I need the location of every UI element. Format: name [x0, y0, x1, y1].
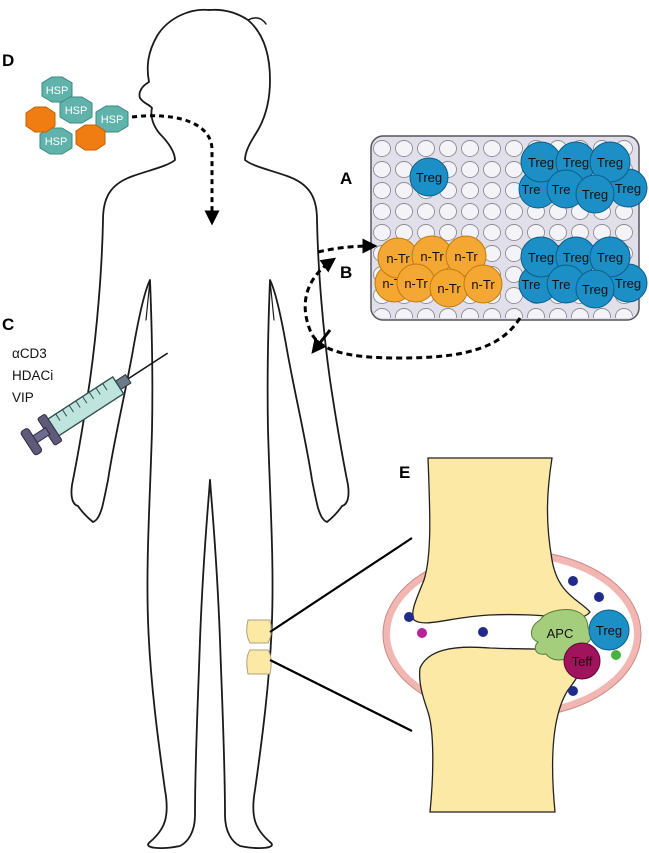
hsp-hex-3: HSP: [95, 105, 129, 133]
svg-text:Treg: Treg: [582, 187, 608, 202]
svg-text:Tre: Tre: [551, 277, 570, 292]
svg-text:Treg: Treg: [596, 623, 622, 638]
drug-label-hdaci: HDACi: [12, 368, 53, 383]
svg-text:Treg: Treg: [528, 250, 554, 265]
hsp-hex-4: HSP: [39, 127, 73, 155]
treg-cluster-top: Tre Treg Treg Treg Treg Tre Treg: [518, 141, 648, 214]
svg-text:Treg: Treg: [528, 155, 554, 170]
svg-text:Treg: Treg: [416, 170, 442, 185]
joint-detail: APC Treg Teff: [382, 457, 642, 813]
svg-text:n-Tr: n-Tr: [437, 281, 461, 296]
treg-cell: Treg: [575, 269, 615, 309]
return-arrow: [311, 329, 332, 354]
panel-c-label: C: [2, 315, 14, 334]
treg-cell: Treg: [575, 174, 615, 214]
treg-joint-cell: Treg: [588, 609, 630, 651]
syringe: [20, 352, 169, 456]
treg-cell: Tre: [546, 169, 586, 209]
knee-miniature: [246, 619, 272, 675]
ntreg-cell: n-Tr: [396, 263, 436, 303]
treg-cell: Tre: [546, 264, 586, 304]
molecule-dot: [568, 576, 578, 586]
ntreg-cell: n-Tr: [463, 264, 503, 304]
svg-text:APC: APC: [547, 626, 574, 641]
hsp-hex-2: HSP: [59, 96, 93, 124]
reinfusion-loop-arrow: [303, 257, 522, 360]
treg-cluster-bottom: Tre Treg Treg Treg Treg Tre Treg: [518, 236, 648, 309]
svg-text:n-Tr: n-Tr: [404, 276, 428, 291]
molecule-dot: [404, 612, 414, 622]
treg-cell: Treg: [520, 141, 562, 183]
svg-text:HSP: HSP: [101, 114, 124, 126]
orange-hex-2: [75, 124, 106, 151]
panel-e-label: E: [399, 463, 410, 482]
teff-cell: Teff: [563, 642, 601, 680]
svg-text:Teff: Teff: [572, 654, 593, 669]
svg-text:Treg: Treg: [563, 250, 589, 265]
orange-hex-1: [25, 106, 56, 133]
zoom-line-top: [269, 537, 413, 633]
svg-text:Tre: Tre: [551, 182, 570, 197]
svg-text:Treg: Treg: [582, 282, 608, 297]
extraction-arrow: [317, 238, 378, 254]
treg-cell: Treg: [589, 141, 631, 183]
svg-text:n-Tr: n-Tr: [454, 249, 478, 264]
svg-text:Treg: Treg: [563, 155, 589, 170]
molecule-dot: [568, 686, 578, 696]
hsp-hex-1: HSP: [41, 76, 73, 103]
lower-bone: [418, 646, 583, 813]
ntreg-cell: n-Tr: [411, 235, 453, 277]
svg-text:Tre: Tre: [521, 277, 540, 292]
oral-route-arrow: [131, 114, 220, 226]
hsp-cluster: HSP HSP HSP HSP: [25, 76, 129, 155]
panel-d-label: D: [2, 51, 14, 70]
svg-text:Treg: Treg: [615, 276, 641, 291]
molecule-dot: [417, 628, 427, 638]
upper-bone: [412, 457, 591, 624]
molecule-dot: [594, 592, 604, 602]
ntreg-cell: n-Tr: [429, 268, 469, 308]
svg-text:n-Tr: n-Tr: [420, 249, 444, 264]
human-body-outline: [70, 8, 350, 849]
svg-text:HSP: HSP: [65, 105, 88, 117]
drug-label-acd3: αCD3: [12, 346, 47, 361]
panel-a-label: A: [340, 169, 352, 188]
zoom-line-bottom: [269, 659, 413, 732]
svg-text:Treg: Treg: [615, 181, 641, 196]
treg-cell: Treg: [555, 236, 597, 278]
svg-text:n-Tr: n-Tr: [471, 277, 495, 292]
treg-cell: Treg: [589, 236, 631, 278]
svg-text:HSP: HSP: [46, 85, 69, 97]
svg-text:HSP: HSP: [45, 136, 68, 148]
ntreg-cluster: n-Tr n-Tr n-Tr n-Tr n-Tr n-Tr n-Tr: [374, 235, 503, 308]
svg-text:Treg: Treg: [597, 250, 623, 265]
svg-text:Treg: Treg: [597, 155, 623, 170]
molecule-dot: [611, 650, 621, 660]
svg-text:n-Tr: n-Tr: [386, 251, 410, 266]
svg-text:Tre: Tre: [521, 182, 540, 197]
treg-single: Treg: [409, 157, 449, 197]
molecule-dot: [478, 627, 488, 637]
panel-b-label: B: [340, 263, 352, 282]
drug-label-vip: VIP: [12, 390, 34, 405]
